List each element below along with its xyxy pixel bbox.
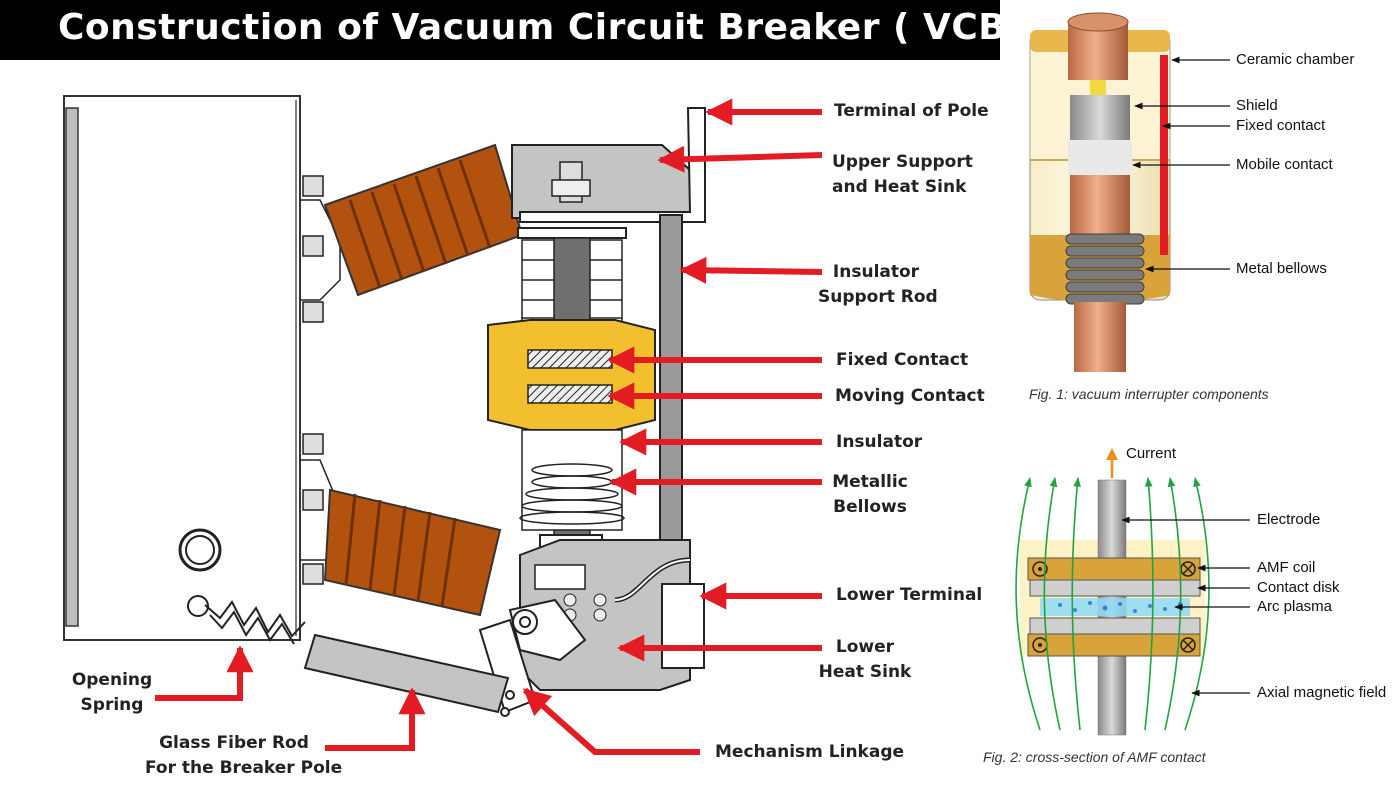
fig2-caption: Fig. 2: cross-section of AMF contact: [983, 749, 1206, 765]
fig2-label-contact-disk: Contact disk: [1257, 579, 1340, 596]
terminal-bar: [519, 107, 706, 223]
label-insulator: Insulator: [836, 432, 923, 452]
mounting-bolts: [300, 175, 346, 585]
label-mechanism-linkage: Mechanism Linkage: [715, 742, 905, 762]
label-insulator-support-rod: Insulator Support Rod: [818, 260, 938, 310]
label-upper-support-line1: Upper Support: [832, 152, 973, 172]
title-bar: Construction of Vacuum Circuit Breaker (…: [0, 0, 1036, 60]
diagram-title: Construction of Vacuum Circuit Breaker (…: [58, 7, 1037, 48]
insulator-support-rod: [659, 214, 683, 561]
fig2-label-electrode: Electrode: [1257, 511, 1321, 528]
label-metallic-bellows: Metallic Bellows: [826, 470, 914, 520]
label-lower-terminal: Lower Terminal: [836, 585, 983, 605]
fig2-label-amf-coil: AMF coil: [1257, 559, 1316, 576]
label-opening-spring-line1: Opening: [71, 670, 153, 690]
lower-terminal: [614, 557, 705, 669]
label-moving-contact: Moving Contact: [835, 386, 985, 406]
upper-heat-sink: [511, 144, 691, 219]
upper-insulator: [323, 143, 524, 297]
mechanism-linkage: [478, 598, 587, 717]
opening-spring: [187, 595, 306, 645]
label-insulator-rod-line1: Insulator: [832, 262, 920, 282]
fig1-interrupter: [1029, 12, 1171, 372]
label-glass-fiber-rod: Glass Fiber Rod For the Breaker Pole: [145, 731, 343, 781]
label-lower-heat-sink: Lower Heat Sink: [818, 635, 912, 685]
label-lower-heat-sink-line1: Lower: [835, 637, 895, 657]
label-insulator-rod-line2: Support Rod: [818, 287, 938, 307]
label-bellows-line1: Metallic: [832, 472, 908, 492]
label-glass-fiber-line2: For the Breaker Pole: [145, 758, 343, 778]
fig1-callout-arrows: [1132, 56, 1230, 273]
pointer-arrows: [155, 98, 823, 755]
label-opening-spring-line2: Spring: [80, 695, 144, 715]
fig2-callout-arrows: [1121, 516, 1250, 697]
fig1-caption: Fig. 1: vacuum interrupter components: [1029, 386, 1269, 402]
fig2-label-arc-plasma: Arc plasma: [1257, 598, 1333, 615]
fig2-amf-contact: [1015, 448, 1210, 736]
breaker-cabinet: [63, 95, 301, 641]
label-lower-heat-sink-line2: Heat Sink: [818, 662, 912, 682]
label-opening-spring: Opening Spring: [66, 668, 158, 718]
label-upper-support: Upper Support and Heat Sink: [832, 150, 973, 200]
label-bellows-line2: Bellows: [833, 497, 907, 517]
label-terminal-of-pole: Terminal of Pole: [834, 101, 989, 121]
vacuum-interrupter: [487, 227, 656, 552]
fig1-label-mobile-contact: Mobile contact: [1236, 156, 1333, 173]
glass-fiber-rod: [303, 633, 510, 714]
fig1-label-fixed-contact: Fixed contact: [1236, 117, 1326, 134]
lower-insulator: [323, 488, 502, 617]
fig1-label-metal-bellows: Metal bellows: [1236, 260, 1327, 277]
label-upper-support-line2: and Heat Sink: [832, 177, 967, 197]
label-fixed-contact: Fixed Contact: [836, 350, 969, 370]
fig1-label-ceramic-chamber: Ceramic chamber: [1236, 51, 1355, 68]
label-glass-fiber-line1: Glass Fiber Rod: [159, 733, 309, 753]
fig1-label-shield: Shield: [1236, 97, 1278, 114]
fig2-label-axial-field: Axial magnetic field: [1257, 684, 1387, 701]
fig2-label-current: Current: [1126, 445, 1177, 462]
